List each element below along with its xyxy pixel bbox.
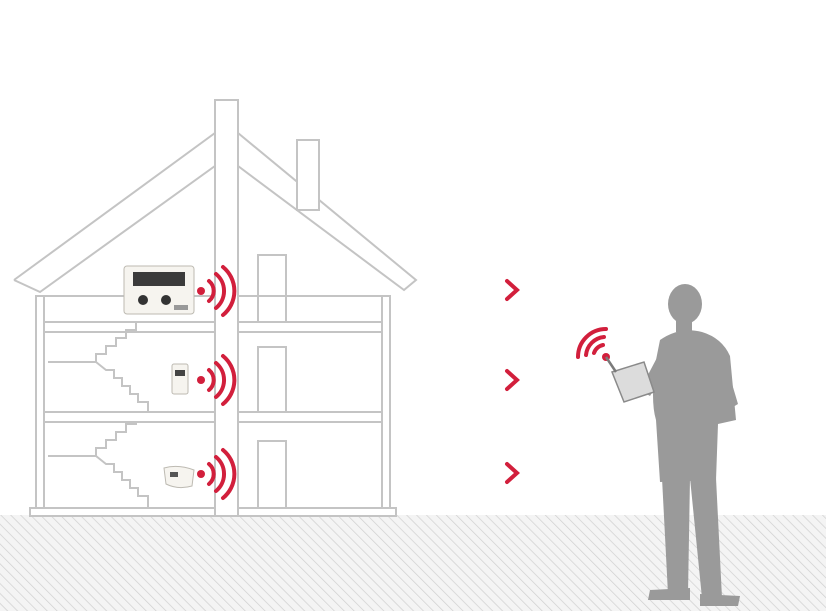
chimney [296,139,320,211]
arrow-right-icon [296,462,520,484]
staircase-lower [48,422,137,457]
transmission-arrows [296,279,520,484]
signal-waves-group [197,265,237,500]
staircase-upper [48,322,137,363]
staircase-lower-lower [95,455,160,509]
house-foundation [29,507,397,517]
arrow-right-icon [296,279,520,301]
heat-meter-device [123,265,195,315]
staircase-upper-lower [95,361,160,413]
floor-slab-middle [43,411,383,423]
signal-icon [197,265,237,317]
door-top [257,254,287,323]
handheld-reader-icon [604,356,655,403]
door-middle [257,346,287,413]
arrow-right-icon [296,369,520,391]
signal-icon [197,448,237,500]
water-meter-device [171,363,189,395]
heat-cost-allocator-device [163,465,195,489]
door-bottom [257,440,287,509]
person-reader-icon [640,284,740,606]
floor-slab-upper [43,321,383,333]
reader-signal-icon [576,327,610,361]
signal-icon [197,354,237,406]
